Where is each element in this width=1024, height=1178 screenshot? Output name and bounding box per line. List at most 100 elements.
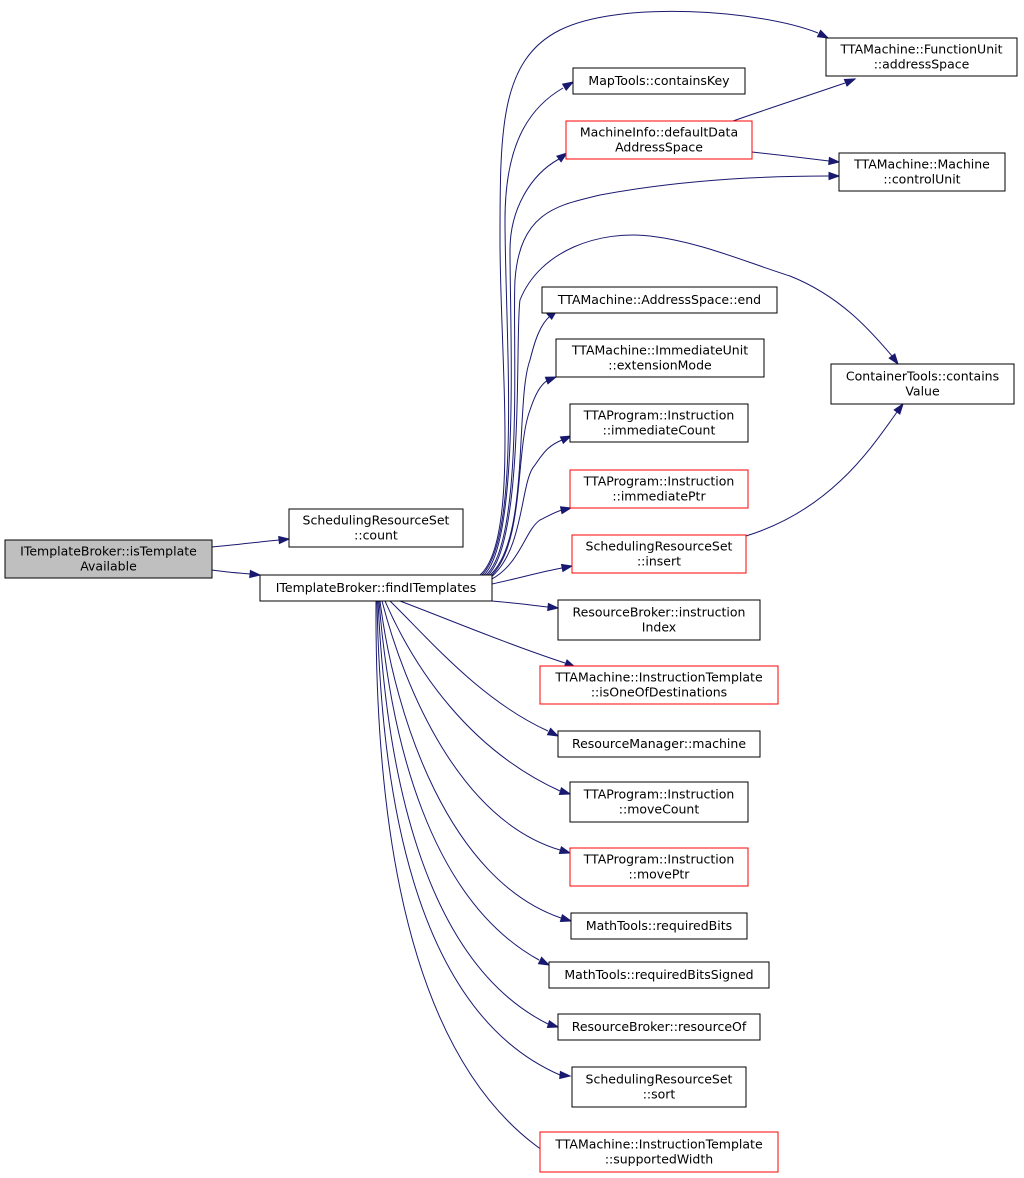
- edge-find_itemplates-to-maptools_containskey: [481, 81, 575, 576]
- edge-find_itemplates-to-containertools_containsvalue: [487, 234, 899, 576]
- node-label: MachineInfo::defaultData: [580, 125, 738, 140]
- arrowhead: [828, 171, 841, 181]
- edge-line: [489, 379, 549, 578]
- edge-find_itemplates-to-sched_insert: [491, 563, 574, 585]
- node-label: ResourceBroker::resourceOf: [572, 1019, 747, 1034]
- arrowhead: [544, 376, 558, 385]
- node-box: [569, 403, 749, 443]
- arrowhead: [556, 152, 569, 163]
- arrowhead: [559, 435, 573, 445]
- edge-line: [378, 600, 540, 961]
- arrowhead: [559, 1070, 572, 1080]
- arrowhead: [559, 913, 573, 923]
- edge-line: [491, 600, 549, 608]
- node-box: [259, 574, 493, 602]
- node-it-isoneofdestinations[interactable]: TTAMachine::InstructionTemplate::isOneOf…: [539, 665, 779, 705]
- node-addressspace-end[interactable]: TTAMachine::AddressSpace::end: [541, 286, 778, 314]
- node-label: ::extensionMode: [608, 358, 712, 373]
- arrowhead: [888, 353, 899, 366]
- node-label: SchedulingResourceSet: [586, 1072, 733, 1087]
- arrowhead: [278, 535, 291, 545]
- node-immediateunit-extension[interactable]: TTAMachine::ImmediateUnit::extensionMode: [555, 338, 765, 378]
- node-box: [555, 338, 765, 378]
- node-label: TTAMachine::InstructionTemplate: [554, 670, 763, 685]
- edge-find_itemplates-to-mathtools_requiredbits: [379, 600, 573, 923]
- node-box: [569, 781, 749, 823]
- node-maptools-containskey[interactable]: MapTools::containsKey: [572, 67, 746, 95]
- node-sched-sort[interactable]: SchedulingResourceSet::sort: [571, 1066, 747, 1108]
- edge-line: [489, 509, 563, 581]
- node-label: Available: [80, 559, 137, 574]
- edge-line: [381, 600, 561, 851]
- node-label: MapTools::containsKey: [588, 73, 730, 88]
- node-label: ::controlUnit: [883, 172, 960, 187]
- edge-line: [377, 600, 549, 1025]
- node-instruction-immediateptr[interactable]: TTAProgram::Instruction::immediatePtr: [569, 469, 749, 509]
- edge-find_itemplates-to-mathtools_requiredbitssigned: [378, 600, 551, 966]
- node-box: [571, 534, 747, 574]
- node-find-itemplates[interactable]: ITemplateBroker::findITemplates: [259, 574, 493, 602]
- node-mathtools-requiredbits[interactable]: MathTools::requiredBits: [570, 912, 748, 940]
- node-machine-controlunit[interactable]: TTAMachine::Machine::controlUnit: [838, 152, 1006, 192]
- node-sched-insert[interactable]: SchedulingResourceSet::insert: [571, 534, 747, 574]
- node-instruction-moveptr[interactable]: TTAProgram::Instruction::movePtr: [569, 847, 749, 887]
- edge-find_itemplates-to-instruction_movecount: [384, 600, 572, 796]
- arrowhead: [537, 956, 551, 966]
- node-rm-machine[interactable]: ResourceManager::machine: [557, 730, 761, 758]
- arrowhead: [816, 29, 830, 39]
- node-mathtools-requiredbitssigned[interactable]: MathTools::requiredBitsSigned: [548, 961, 770, 989]
- node-label: TTAMachine::AddressSpace::end: [557, 292, 761, 307]
- edge-line: [379, 600, 562, 919]
- edge-find_itemplates-to-machine_controlunit: [485, 171, 841, 576]
- arrowhead: [559, 506, 573, 515]
- node-label: MathTools::requiredBits: [586, 918, 732, 933]
- node-label: ::moveCount: [619, 802, 700, 817]
- node-label: ::immediatePtr: [612, 489, 706, 504]
- edge-line: [751, 151, 830, 162]
- node-box: [569, 469, 749, 509]
- node-box: [569, 847, 749, 887]
- node-label: MathTools::requiredBitsSigned: [564, 967, 753, 982]
- edge-line: [211, 539, 280, 548]
- node-label: SchedulingResourceSet: [303, 513, 450, 528]
- node-label: TTAProgram::Instruction: [583, 474, 735, 489]
- node-label: SchedulingResourceSet: [586, 539, 733, 554]
- node-box: [572, 67, 746, 95]
- node-label: TTAMachine::ImmediateUnit: [571, 343, 748, 358]
- node-box: [838, 152, 1006, 192]
- node-label: ::count: [354, 528, 398, 543]
- edge-find_itemplates-to-it_supportedwidth: [375, 600, 552, 1160]
- arrowhead: [560, 563, 574, 573]
- node-instruction-immediatecount[interactable]: TTAProgram::Instruction::immediateCount: [569, 403, 749, 443]
- node-label: TTAMachine::Machine: [853, 157, 990, 172]
- edge-line: [211, 569, 251, 575]
- edge-find_itemplates-to-machineinfo_defaultdata: [483, 152, 569, 576]
- node-box: [4, 539, 213, 579]
- edge-find_itemplates-to-rm_machine: [389, 600, 560, 737]
- arrowhead: [843, 78, 857, 87]
- edge-line: [485, 175, 830, 576]
- node-box: [539, 665, 779, 705]
- node-sched-count[interactable]: SchedulingResourceSet::count: [288, 508, 464, 548]
- node-label: ::movePtr: [629, 867, 691, 882]
- node-label: ::isOneOfDestinations: [591, 685, 727, 700]
- node-box: [570, 912, 748, 940]
- node-it-supportedwidth[interactable]: TTAMachine::InstructionTemplate::support…: [539, 1131, 779, 1173]
- node-label: ITemplateBroker::isTemplate: [20, 544, 197, 559]
- edge-machineinfo_defaultdata-to-fu_address_space: [732, 78, 857, 122]
- edge-find_itemplates-to-fu_address_space: [479, 10, 830, 576]
- node-instruction-movecount[interactable]: TTAProgram::Instruction::moveCount: [569, 781, 749, 823]
- edge-line: [375, 600, 543, 1151]
- node-label: ::immediateCount: [603, 423, 716, 438]
- node-rb-resourceof[interactable]: ResourceBroker::resourceOf: [557, 1013, 761, 1041]
- edge-find_itemplates-to-it_isoneofdestinations: [399, 600, 577, 668]
- edge-find_itemplates-to-rb_instructionindex: [491, 600, 560, 612]
- arrowhead: [546, 727, 560, 737]
- edge-line: [376, 600, 561, 1076]
- node-fu-address-space[interactable]: TTAMachine::FunctionUnit::addressSpace: [825, 37, 1018, 77]
- nodes-layer: ITemplateBroker::isTemplateAvailableSche…: [4, 37, 1018, 1173]
